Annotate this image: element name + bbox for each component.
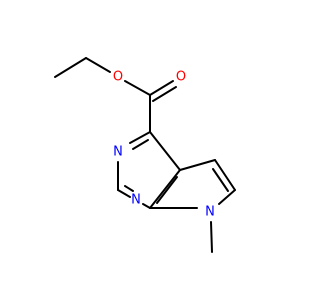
bond-c2-n1 [117, 189, 131, 198]
atom-n1: N [131, 193, 141, 208]
bond-c5-c6-inner [212, 168, 229, 192]
bond-c5-c6 [214, 159, 236, 191]
bond-c-o-double-2 [152, 86, 177, 102]
bond-n1-c7a [142, 203, 151, 209]
bond-c2-n1-inner [124, 185, 134, 192]
bond-c7a-c4a-inner [156, 176, 178, 204]
bond-c4a-c5 [179, 159, 216, 171]
bond-c7a-c4a [149, 169, 181, 209]
molecule-diagram: O O N N N [54, 57, 236, 253]
atom-carbonyl-oxygen: O [176, 70, 186, 85]
molecule-canvas: O O N N N [54, 57, 236, 253]
bond-ch2-o [85, 57, 111, 73]
bond-c4a-c4 [149, 131, 181, 171]
bond-c6-n7 [218, 189, 236, 205]
atom-n7: N [205, 205, 215, 220]
bond-n7-methyl [210, 221, 213, 253]
atom-ester-oxygen: O [113, 70, 123, 85]
bond-ch3-ch2 [54, 57, 87, 78]
bond-o-c [124, 80, 151, 96]
bond-c4-n3 [129, 131, 151, 144]
atom-n3: N [113, 145, 123, 160]
bond-c4-n3-inner [132, 139, 149, 150]
bond-c-o-double-1 [149, 80, 174, 96]
